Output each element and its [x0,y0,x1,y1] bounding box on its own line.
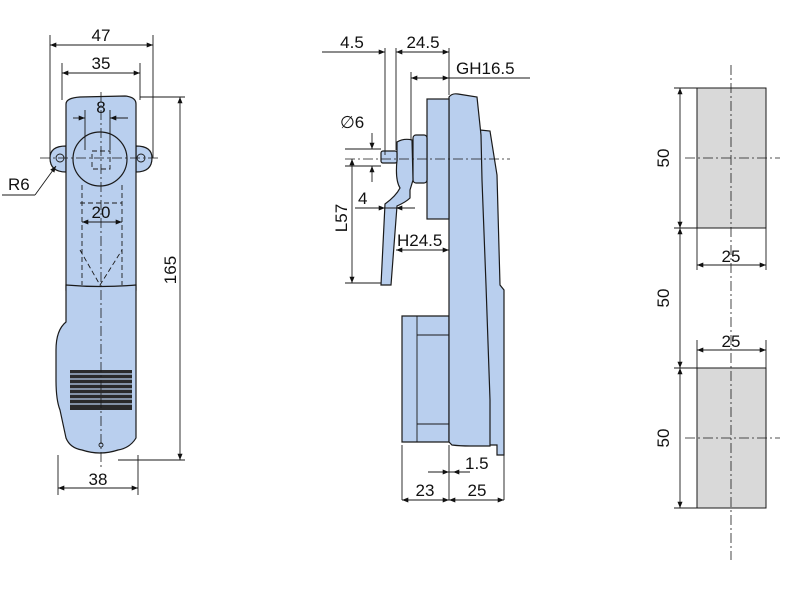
dim-47: 47 [92,26,111,45]
dim-diameter-6: ∅6 [340,113,364,132]
dim-165: 165 [161,256,180,284]
dim-25-bottom: 25 [722,332,741,351]
dim-38: 38 [89,470,108,489]
dim-24-5: 24.5 [406,33,439,52]
handle-lower [55,284,137,454]
dim-50-middle: 50 [654,289,673,308]
key-cylinder [72,131,128,187]
dim-25: 25 [468,481,487,500]
shaft [380,150,398,164]
cutout-view: 50 50 50 25 25 [654,65,780,560]
dim-4: 4 [358,189,367,208]
dim-8: 8 [96,98,105,117]
lug-right [135,145,153,173]
dim-23: 23 [416,481,435,500]
dim-50-top: 50 [654,149,673,168]
plate [448,93,491,447]
dim-1-5: 1.5 [465,454,489,473]
dim-r6: R6 [8,175,30,194]
dim-35: 35 [92,54,111,73]
dim-50-bottom: 50 [654,429,673,448]
side-view: 4.5 24.5 GH16.5 ∅6 L57 4 H24.5 1.5 23 25 [322,33,530,503]
dim-20: 20 [92,203,111,222]
lug-left [49,145,67,173]
dim-gh16-5: GH16.5 [456,59,515,78]
front-view: 47 35 8 R6 20 165 38 [2,26,185,495]
dim-4-5: 4.5 [340,33,364,52]
lever [380,138,414,286]
dim-l57: L57 [332,204,351,232]
dim-h24-5: H24.5 [397,231,442,250]
dim-25-top: 25 [722,247,741,266]
